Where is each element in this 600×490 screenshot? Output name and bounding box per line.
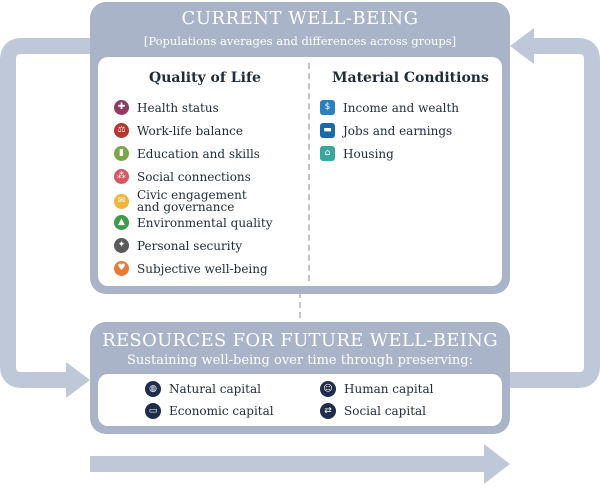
- item-label: Environmental quality: [137, 215, 273, 230]
- capital-social: ⇄ Social capital: [320, 403, 426, 419]
- left-loop-arrowhead: [66, 362, 90, 398]
- quality-of-life-heading: Quality of Life: [149, 70, 261, 86]
- running-person-icon: ✦: [114, 238, 129, 253]
- item-subjective-well-being: ♥ Subjective well-being: [114, 261, 268, 276]
- capital-label: Natural capital: [169, 382, 261, 396]
- item-label: Social connections: [137, 169, 251, 184]
- future-well-being-subtitle: Sustaining well-being over time through …: [127, 353, 473, 368]
- item-label: Education and skills: [137, 146, 260, 161]
- current-well-being-content: Quality of Life ✚ Health status ⚖ Work-l…: [98, 57, 502, 286]
- item-label: Health status: [137, 100, 219, 115]
- people-icon: ⁂: [114, 169, 129, 184]
- capital-label: Social capital: [344, 404, 427, 418]
- item-label: Subjective well-being: [137, 261, 268, 276]
- heart-icon: ♥: [114, 261, 129, 276]
- capitals-list: ◍ Natural capital ▭ Economic capital ☺ H…: [98, 374, 502, 426]
- column-divider: [308, 63, 310, 281]
- balance-scale-icon: ⚖: [114, 123, 129, 138]
- item-social-connections: ⁂ Social connections: [114, 169, 251, 184]
- item-income-and-wealth: $ Income and wealth: [320, 100, 459, 115]
- right-loop-arrow: [510, 38, 600, 388]
- current-well-being-title: CURRENT WELL-BEING: [181, 8, 419, 29]
- head-icon: ☺: [320, 381, 336, 397]
- future-well-being-title: RESOURCES FOR FUTURE WELL-BEING: [102, 330, 498, 351]
- item-jobs-and-earnings: ▬ Jobs and earnings: [320, 123, 452, 138]
- globe-icon: ◍: [145, 381, 161, 397]
- item-label: Jobs and earnings: [343, 123, 453, 138]
- briefcase-icon: ▬: [320, 123, 335, 138]
- material-conditions-heading: Material Conditions: [332, 70, 489, 86]
- item-housing: ⌂ Housing: [320, 146, 394, 161]
- forward-arrow-shaft: [90, 456, 484, 472]
- future-well-being-panel: RESOURCES FOR FUTURE WELL-BEING Sustaini…: [90, 322, 510, 434]
- item-label-line1: Civic engagement: [137, 188, 247, 202]
- current-well-being-panel: CURRENT WELL-BEING [Populations averages…: [90, 2, 510, 294]
- item-label: Personal security: [137, 238, 243, 253]
- capital-label: Economic capital: [169, 404, 274, 418]
- forward-arrow-head: [484, 444, 510, 484]
- item-label: Work-life balance: [137, 123, 244, 138]
- current-well-being-subtitle: [Populations averages and differences ac…: [143, 34, 457, 48]
- item-work-life-balance: ⚖ Work-life balance: [114, 123, 243, 138]
- money-icon: ▭: [145, 403, 161, 419]
- item-label: Housing: [343, 146, 394, 161]
- item-label: Civic engagement and governance: [137, 189, 247, 213]
- handshake-icon: ⇄: [320, 403, 336, 419]
- capital-economic: ▭ Economic capital: [145, 403, 274, 419]
- capital-label: Human capital: [344, 382, 434, 396]
- item-civic-engagement: ✉ Civic engagement and governance: [114, 189, 247, 213]
- capital-natural: ◍ Natural capital: [145, 381, 261, 397]
- book-icon: ▮: [114, 146, 129, 161]
- health-cross-icon: ✚: [114, 100, 129, 115]
- item-education-and-skills: ▮ Education and skills: [114, 146, 260, 161]
- left-loop-arrow: [0, 38, 90, 388]
- tree-icon: ▲: [114, 215, 129, 230]
- banknote-icon: $: [320, 100, 335, 115]
- capital-human: ☺ Human capital: [320, 381, 433, 397]
- ballot-envelope-icon: ✉: [114, 193, 129, 209]
- house-icon: ⌂: [320, 146, 335, 161]
- item-environmental-quality: ▲ Environmental quality: [114, 215, 272, 230]
- item-label: Income and wealth: [343, 100, 460, 115]
- item-label-line2: and governance: [137, 200, 235, 214]
- item-health-status: ✚ Health status: [114, 100, 219, 115]
- item-personal-security: ✦ Personal security: [114, 238, 242, 253]
- right-loop-arrowhead: [510, 28, 534, 64]
